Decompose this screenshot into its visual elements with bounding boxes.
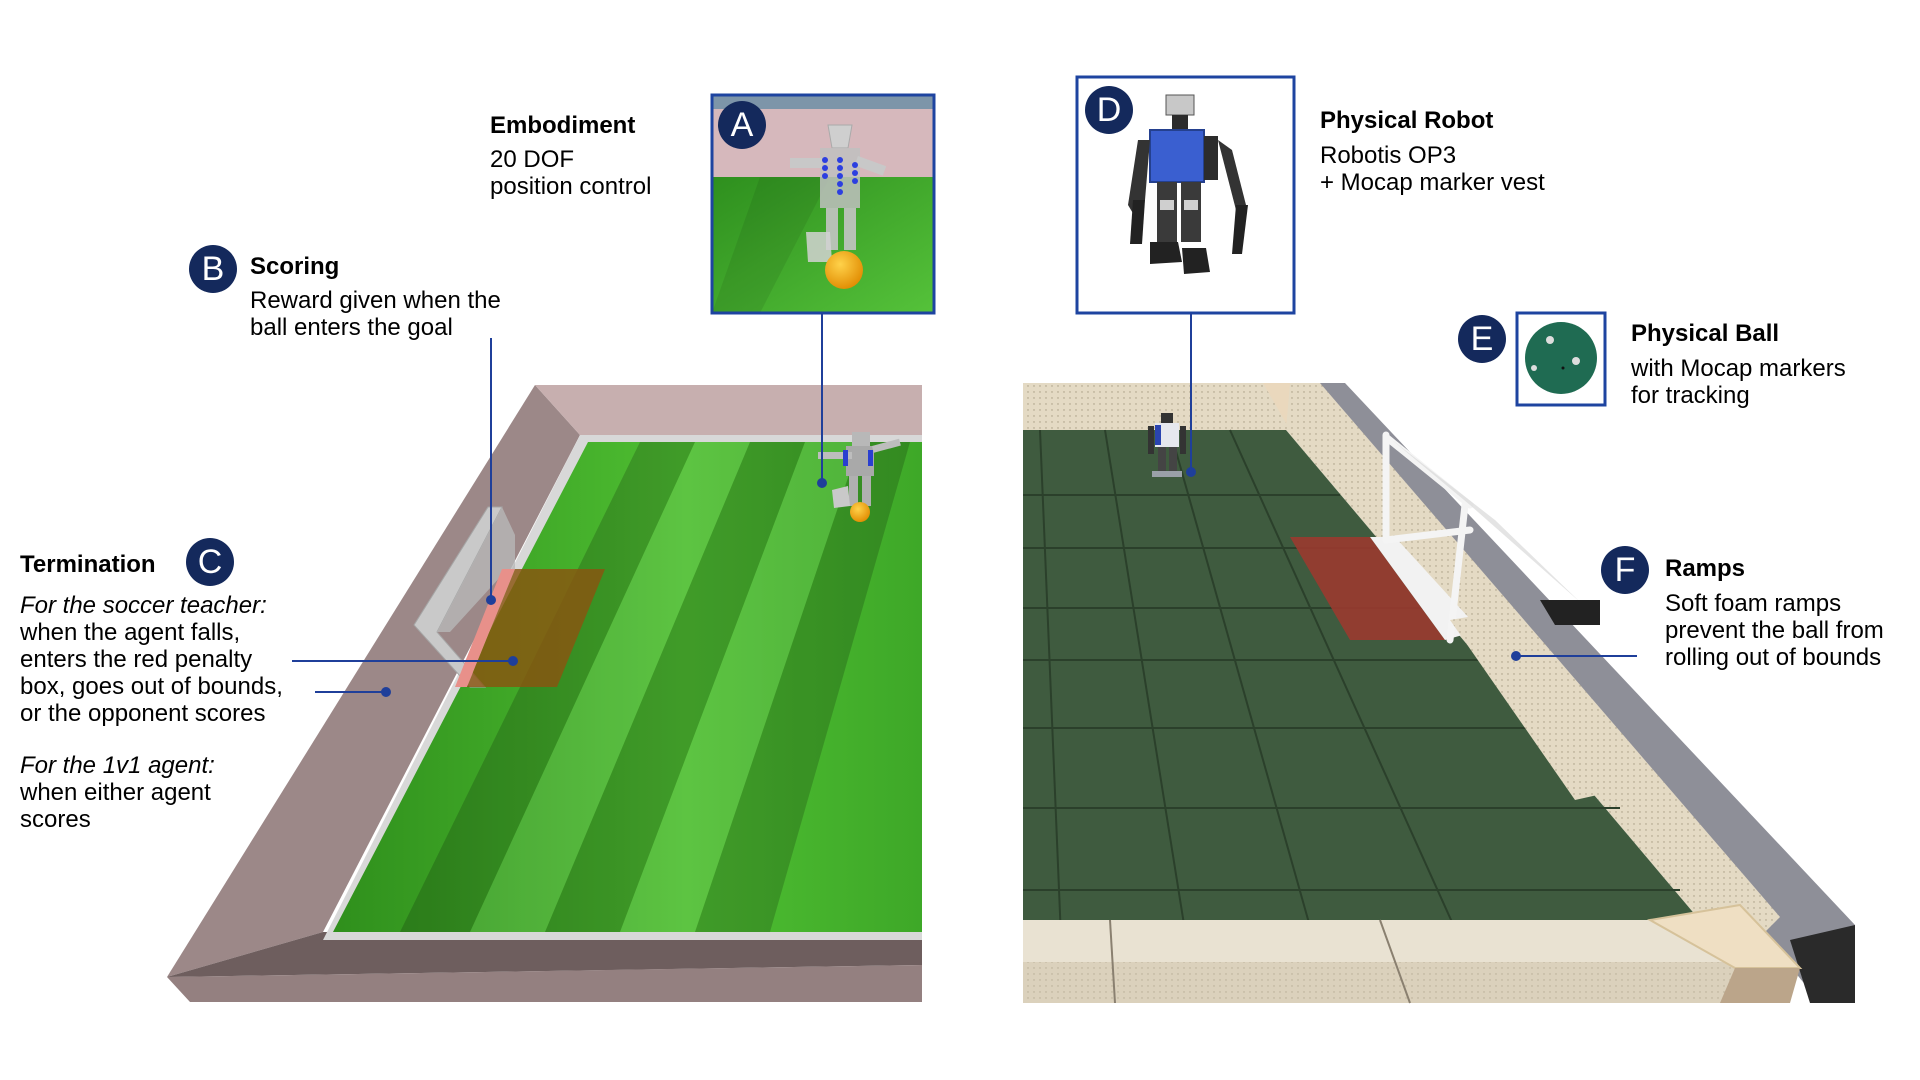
- scoring-body: Reward given when the ball enters the go…: [250, 287, 501, 341]
- badge-e: E: [1458, 315, 1506, 363]
- embodiment-body: 20 DOF position control: [490, 146, 652, 200]
- sim-ball: [850, 502, 870, 522]
- ramps-body: Soft foam ramps prevent the ball from ro…: [1665, 590, 1884, 671]
- scoring-title: Scoring: [250, 253, 340, 280]
- badge-b: B: [189, 245, 237, 293]
- ramps-title: Ramps: [1665, 555, 1746, 582]
- termination-title: Termination: [20, 551, 156, 578]
- termination-teacher-body: when the agent falls, enters the red pen…: [20, 619, 283, 727]
- termination-agent-heading: For the 1v1 agent:: [20, 752, 215, 779]
- sim-wall-top: [535, 385, 922, 435]
- callout-lines: [292, 313, 1637, 697]
- physical-ball-body: with Mocap markers for tracking: [1631, 355, 1846, 409]
- badge-f: F: [1601, 546, 1649, 594]
- badge-a: A: [718, 101, 766, 149]
- sim-robot: [818, 432, 901, 508]
- real-penalty-area: [1290, 537, 1445, 640]
- sim-penalty-box: [467, 569, 605, 687]
- physical-ball-inset-frame: [1515, 311, 1607, 407]
- physical-ball-title: Physical Ball: [1631, 320, 1780, 347]
- physical-robot-body: Robotis OP3 + Mocap marker vest: [1320, 142, 1545, 196]
- badge-c: C: [186, 538, 234, 586]
- real-mat: [1023, 430, 1735, 962]
- sim-grass: [333, 442, 922, 932]
- badge-d: D: [1085, 86, 1133, 134]
- embodiment-title: Embodiment: [490, 112, 636, 139]
- sim-wall-bottom-top: [167, 932, 922, 977]
- termination-teacher-heading: For the soccer teacher:: [20, 592, 267, 619]
- physical-ball-inset: [1517, 313, 1605, 405]
- physical-robot-title: Physical Robot: [1320, 107, 1494, 134]
- real-robot-small: [1148, 413, 1186, 477]
- real-soccer-pitch-photo: [1023, 383, 1855, 1004]
- sim-wall-bottom-front: [167, 965, 922, 1002]
- termination-agent-body: when either agent scores: [20, 779, 211, 833]
- physical-robot-inset-frame: [1075, 75, 1296, 315]
